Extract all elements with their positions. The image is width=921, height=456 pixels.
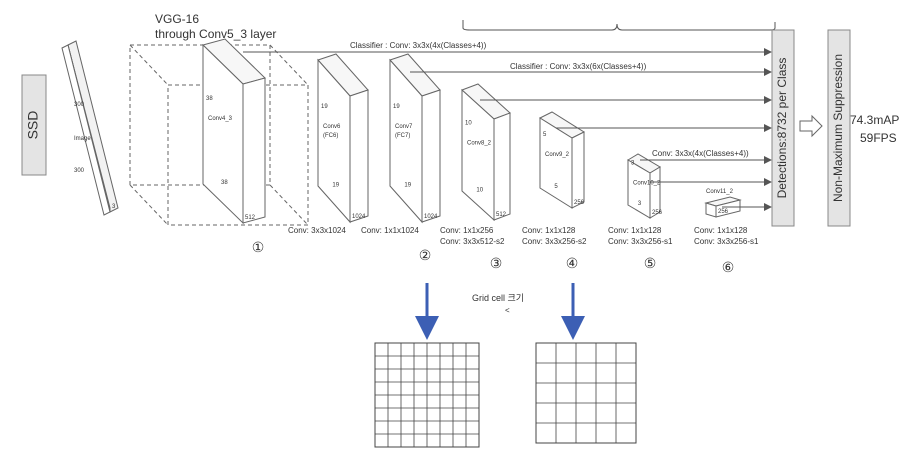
- top-brace: [462, 20, 776, 31]
- result-fps: 59FPS: [860, 131, 897, 145]
- circled-number: ①: [252, 239, 265, 255]
- nms-box: Non-Maximum Suppression: [827, 29, 851, 227]
- block-height-label: 19: [393, 104, 400, 110]
- block-depth-label: 1024: [424, 214, 438, 220]
- block-name-label: (FC6): [323, 133, 338, 139]
- block-name-label: Conv6: [323, 124, 341, 130]
- block-depth-label: 256: [652, 210, 663, 216]
- block-side-face: [715, 199, 741, 218]
- block-depth-label: 512: [245, 215, 256, 221]
- conv-label: Conv: 3x3x256-s2: [522, 237, 587, 246]
- circled-number: ③: [490, 255, 503, 271]
- block-height-label: 5: [543, 132, 547, 138]
- nms-label: Non-Maximum Suppression: [831, 54, 845, 202]
- block-front-face: [705, 202, 717, 218]
- block-width-label: 19: [332, 182, 339, 188]
- conv-label: Conv: 3x3x512-s2: [440, 237, 505, 246]
- block-name-label: (FC7): [395, 133, 410, 139]
- block-height-label: 19: [321, 104, 328, 110]
- classifier-label-3: Conv: 3x3x(4x(Classes+4)): [652, 149, 749, 158]
- image-size-top: 300: [74, 102, 85, 108]
- block-width-label: 10: [476, 187, 483, 193]
- result-map: 74.3mAP: [850, 113, 899, 127]
- detections-label: Detections:8732 per Class: [775, 58, 789, 199]
- vgg-title-line1: VGG-16: [155, 12, 199, 26]
- grid-caption: Grid cell 크기: [472, 293, 524, 303]
- classifier-label-2: Classifier : Conv: 3x3x(6x(Classes+4)): [510, 62, 647, 71]
- ssd-label: SSD: [25, 111, 41, 140]
- conv-label: Conv: 1x1x128: [522, 226, 576, 235]
- block-side-face: [421, 89, 441, 223]
- block-name-label: Conv4_3: [208, 116, 233, 122]
- block-name-label: Conv7: [395, 124, 413, 130]
- block-name-label: Conv8_2: [467, 141, 492, 147]
- block-width-label: 5: [554, 184, 558, 190]
- image-name: Image: [74, 136, 91, 142]
- block-side-face: [649, 166, 661, 219]
- circled-number: ②: [419, 247, 432, 263]
- block-depth-label: 1024: [352, 214, 366, 220]
- block-width-label: 19: [404, 182, 411, 188]
- grid-compare-symbol: <: [505, 306, 510, 315]
- grid-compare-section: Grid cell 크기 <: [374, 283, 637, 448]
- ssd-label-box: SSD: [21, 74, 47, 176]
- block-height-label: 10: [465, 121, 472, 127]
- block-depth-label: 256: [718, 209, 729, 215]
- block-side-face: [493, 112, 511, 221]
- conv-label: Conv: 3x3x256-s1: [608, 237, 673, 246]
- conv-label: Conv: 1x1x128: [608, 226, 662, 235]
- conv-label: Conv: 1x1x1024: [361, 226, 419, 235]
- block-name-label: Conv11_2: [706, 189, 734, 195]
- image-depth: 3: [112, 204, 116, 210]
- circled-number: ⑤: [644, 255, 657, 271]
- circled-number: ④: [566, 255, 579, 271]
- conv-label: Conv: 3x3x1024: [288, 226, 346, 235]
- circled-number: ⑥: [722, 259, 735, 275]
- conv-label: Conv: 1x1x128: [694, 226, 748, 235]
- image-size-bottom: 300: [74, 168, 85, 174]
- block-name-label: Conv10_2: [633, 180, 661, 186]
- grid-8x8: [374, 342, 480, 448]
- conv-label: Conv: 3x3x256-s1: [694, 237, 759, 246]
- input-image-block: 300 Image 300 3: [61, 40, 119, 216]
- block-side-face: [571, 131, 585, 209]
- block-height-label: 38: [206, 96, 213, 102]
- block-side-face: [242, 77, 266, 224]
- block-depth-label: 256: [574, 200, 585, 206]
- detections-box: Detections:8732 per Class: [771, 29, 795, 227]
- block-width-label: 3: [638, 201, 642, 207]
- classifier-label-1: Classifier : Conv: 3x3x(4x(Classes+4)): [350, 41, 487, 50]
- block-side-face: [349, 89, 369, 223]
- block-name-label: Conv9_2: [545, 152, 570, 158]
- vgg-title-line2: through Conv5_3 layer: [155, 27, 276, 41]
- classifier-arrows: [243, 48, 772, 211]
- block-depth-label: 512: [496, 212, 507, 218]
- conv-label: Conv: 1x1x256: [440, 226, 494, 235]
- block-width-label: 38: [221, 180, 228, 186]
- nms-arrow: [799, 114, 823, 138]
- block-height-label: 3: [631, 160, 635, 166]
- grid-5x5: [535, 342, 637, 444]
